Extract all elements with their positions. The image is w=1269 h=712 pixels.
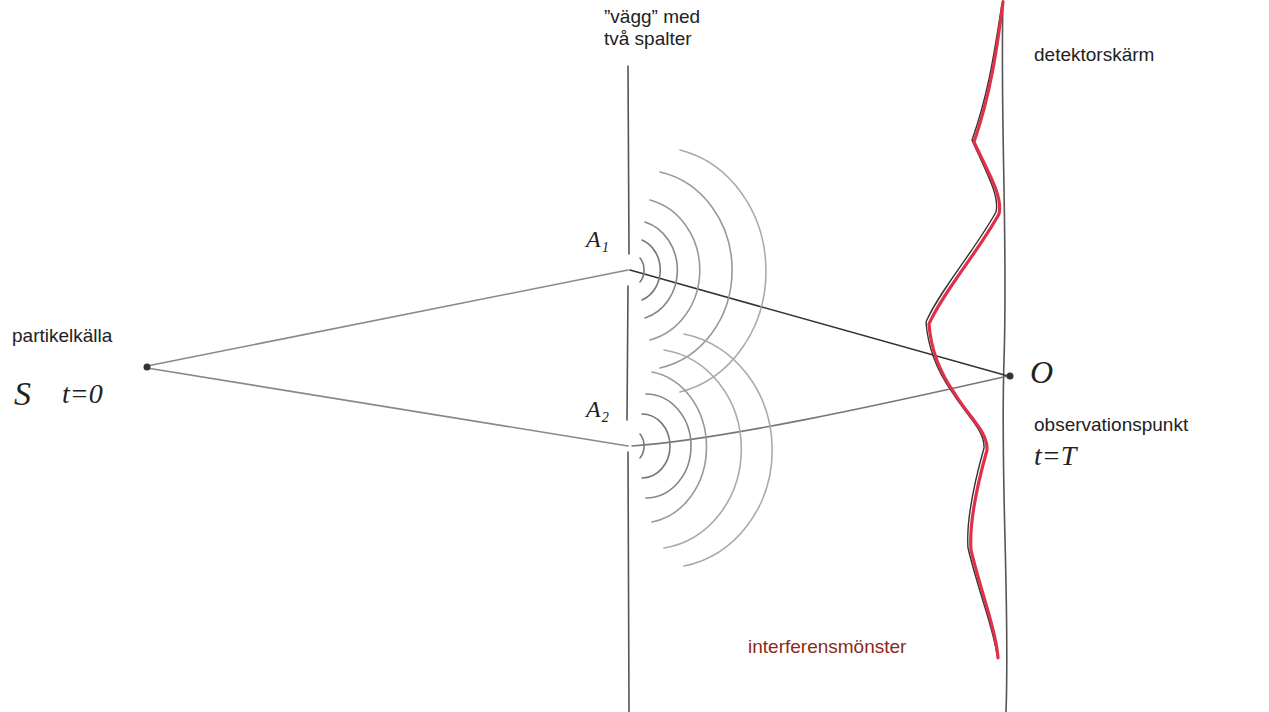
wavefront bbox=[684, 334, 772, 566]
observation-symbol: O bbox=[1030, 354, 1053, 391]
source-label: partikelkälla bbox=[12, 325, 112, 347]
wavefront bbox=[680, 150, 766, 392]
observation-point bbox=[1007, 373, 1014, 380]
pattern-label: interferensmönster bbox=[748, 636, 906, 658]
wall-line bbox=[628, 66, 629, 254]
source-point bbox=[144, 364, 151, 371]
wavefront bbox=[652, 372, 706, 522]
wall-label: ”vägg” med två spalter bbox=[604, 6, 716, 50]
wavefront bbox=[640, 434, 644, 458]
time-label: t=T bbox=[1034, 440, 1076, 472]
wavefront bbox=[650, 200, 700, 340]
source-symbol: S bbox=[14, 374, 31, 413]
slit-label: A₁ bbox=[586, 226, 609, 254]
slit-label: A₂ bbox=[586, 396, 609, 424]
detector-screen-line bbox=[1002, 0, 1007, 712]
ray-line bbox=[147, 368, 628, 446]
interference-curve-sketch bbox=[926, 4, 1002, 655]
wavefront bbox=[645, 222, 677, 318]
wavefront bbox=[642, 414, 670, 478]
observation-label: observationspunkt bbox=[1034, 414, 1188, 436]
wavefront bbox=[642, 240, 660, 300]
wall-line bbox=[627, 286, 628, 420]
ray-line bbox=[147, 270, 628, 366]
interference-curve bbox=[929, 2, 1003, 658]
wavefront bbox=[660, 172, 732, 368]
screen-label: detektorskärm bbox=[1034, 44, 1154, 66]
wavefront bbox=[664, 350, 741, 548]
time-label: t=0 bbox=[62, 378, 103, 410]
wall-line bbox=[628, 452, 629, 712]
wavefront bbox=[646, 394, 691, 498]
wavefront bbox=[640, 258, 644, 282]
